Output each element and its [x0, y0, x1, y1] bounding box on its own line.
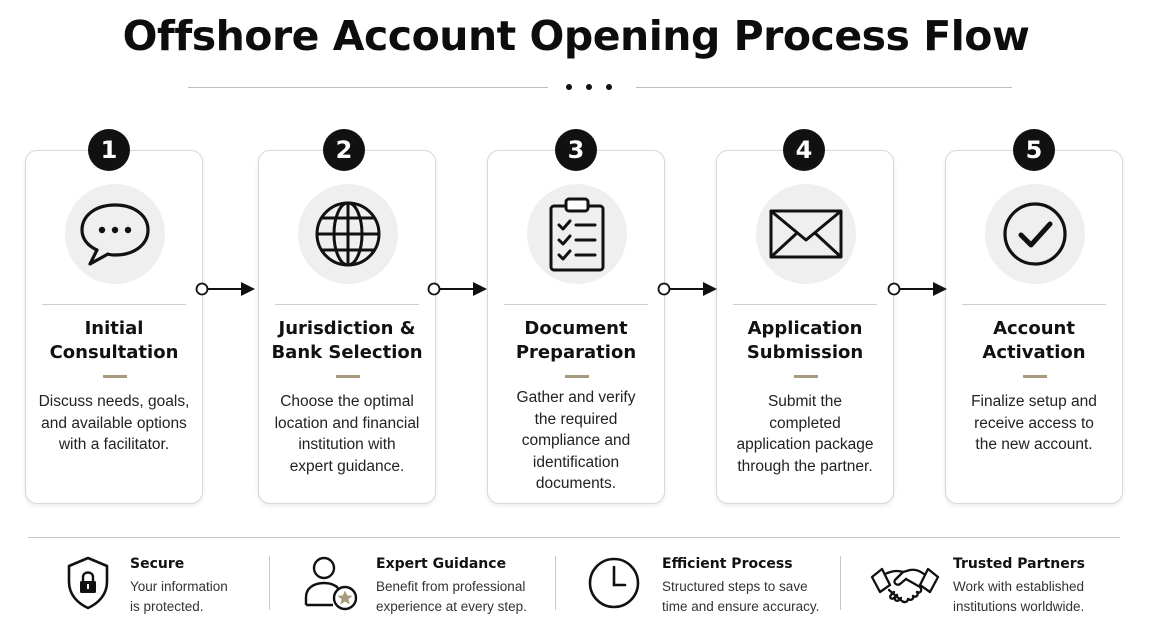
title-divider-left	[188, 87, 548, 88]
feature-separator	[269, 556, 270, 610]
globe-icon	[298, 184, 398, 284]
card-divider	[42, 304, 186, 305]
clock-icon	[588, 557, 640, 609]
page-title: Offshore Account Opening Process Flow	[122, 12, 1030, 60]
card-divider	[275, 304, 419, 305]
flow-arrow-2-3	[427, 282, 487, 296]
feature-title: Trusted Partners	[953, 556, 1085, 572]
step-title: Jurisdiction &Bank Selection	[271, 318, 423, 363]
card-divider	[962, 304, 1106, 305]
chat-bubble-icon	[65, 184, 165, 284]
title-accent	[103, 375, 127, 378]
card-divider	[733, 304, 877, 305]
features-divider	[28, 537, 1120, 538]
shield-lock-icon	[67, 556, 109, 610]
card-divider	[504, 304, 648, 305]
step-number-badge: 3	[555, 129, 597, 171]
feature-title: Expert Guidance	[376, 556, 507, 572]
feature-title: Secure	[130, 556, 185, 572]
feature-separator	[840, 556, 841, 610]
title-accent	[565, 375, 589, 378]
step-card-2: Jurisdiction &Bank Selection Choose the …	[258, 150, 436, 504]
title-accent	[1023, 375, 1047, 378]
flow-arrow-1-2	[195, 282, 255, 296]
check-circle-icon	[985, 184, 1085, 284]
clipboard-checklist-icon	[527, 184, 627, 284]
feature-expert-guidance: Expert Guidance Benefit from professiona…	[302, 555, 542, 615]
step-number-badge: 2	[323, 129, 365, 171]
step-number-badge: 1	[88, 129, 130, 171]
flow-arrow-4-5	[887, 282, 947, 296]
feature-efficient-process: Efficient Process Structured steps to sa…	[586, 555, 826, 615]
step-number-badge: 4	[783, 129, 825, 171]
title-divider-right	[636, 87, 1012, 88]
handshake-icon	[870, 567, 940, 604]
feature-title: Efficient Process	[662, 556, 793, 572]
title-accent	[794, 375, 818, 378]
feature-separator	[555, 556, 556, 610]
step-description: Discuss needs, goals,and available optio…	[38, 393, 190, 453]
title-dots-ornament	[560, 84, 620, 92]
envelope-icon	[756, 184, 856, 284]
title-accent	[336, 375, 360, 378]
flow-arrow-3-4	[657, 282, 717, 296]
expert-user-icon	[304, 556, 358, 611]
step-number-badge: 5	[1013, 129, 1055, 171]
